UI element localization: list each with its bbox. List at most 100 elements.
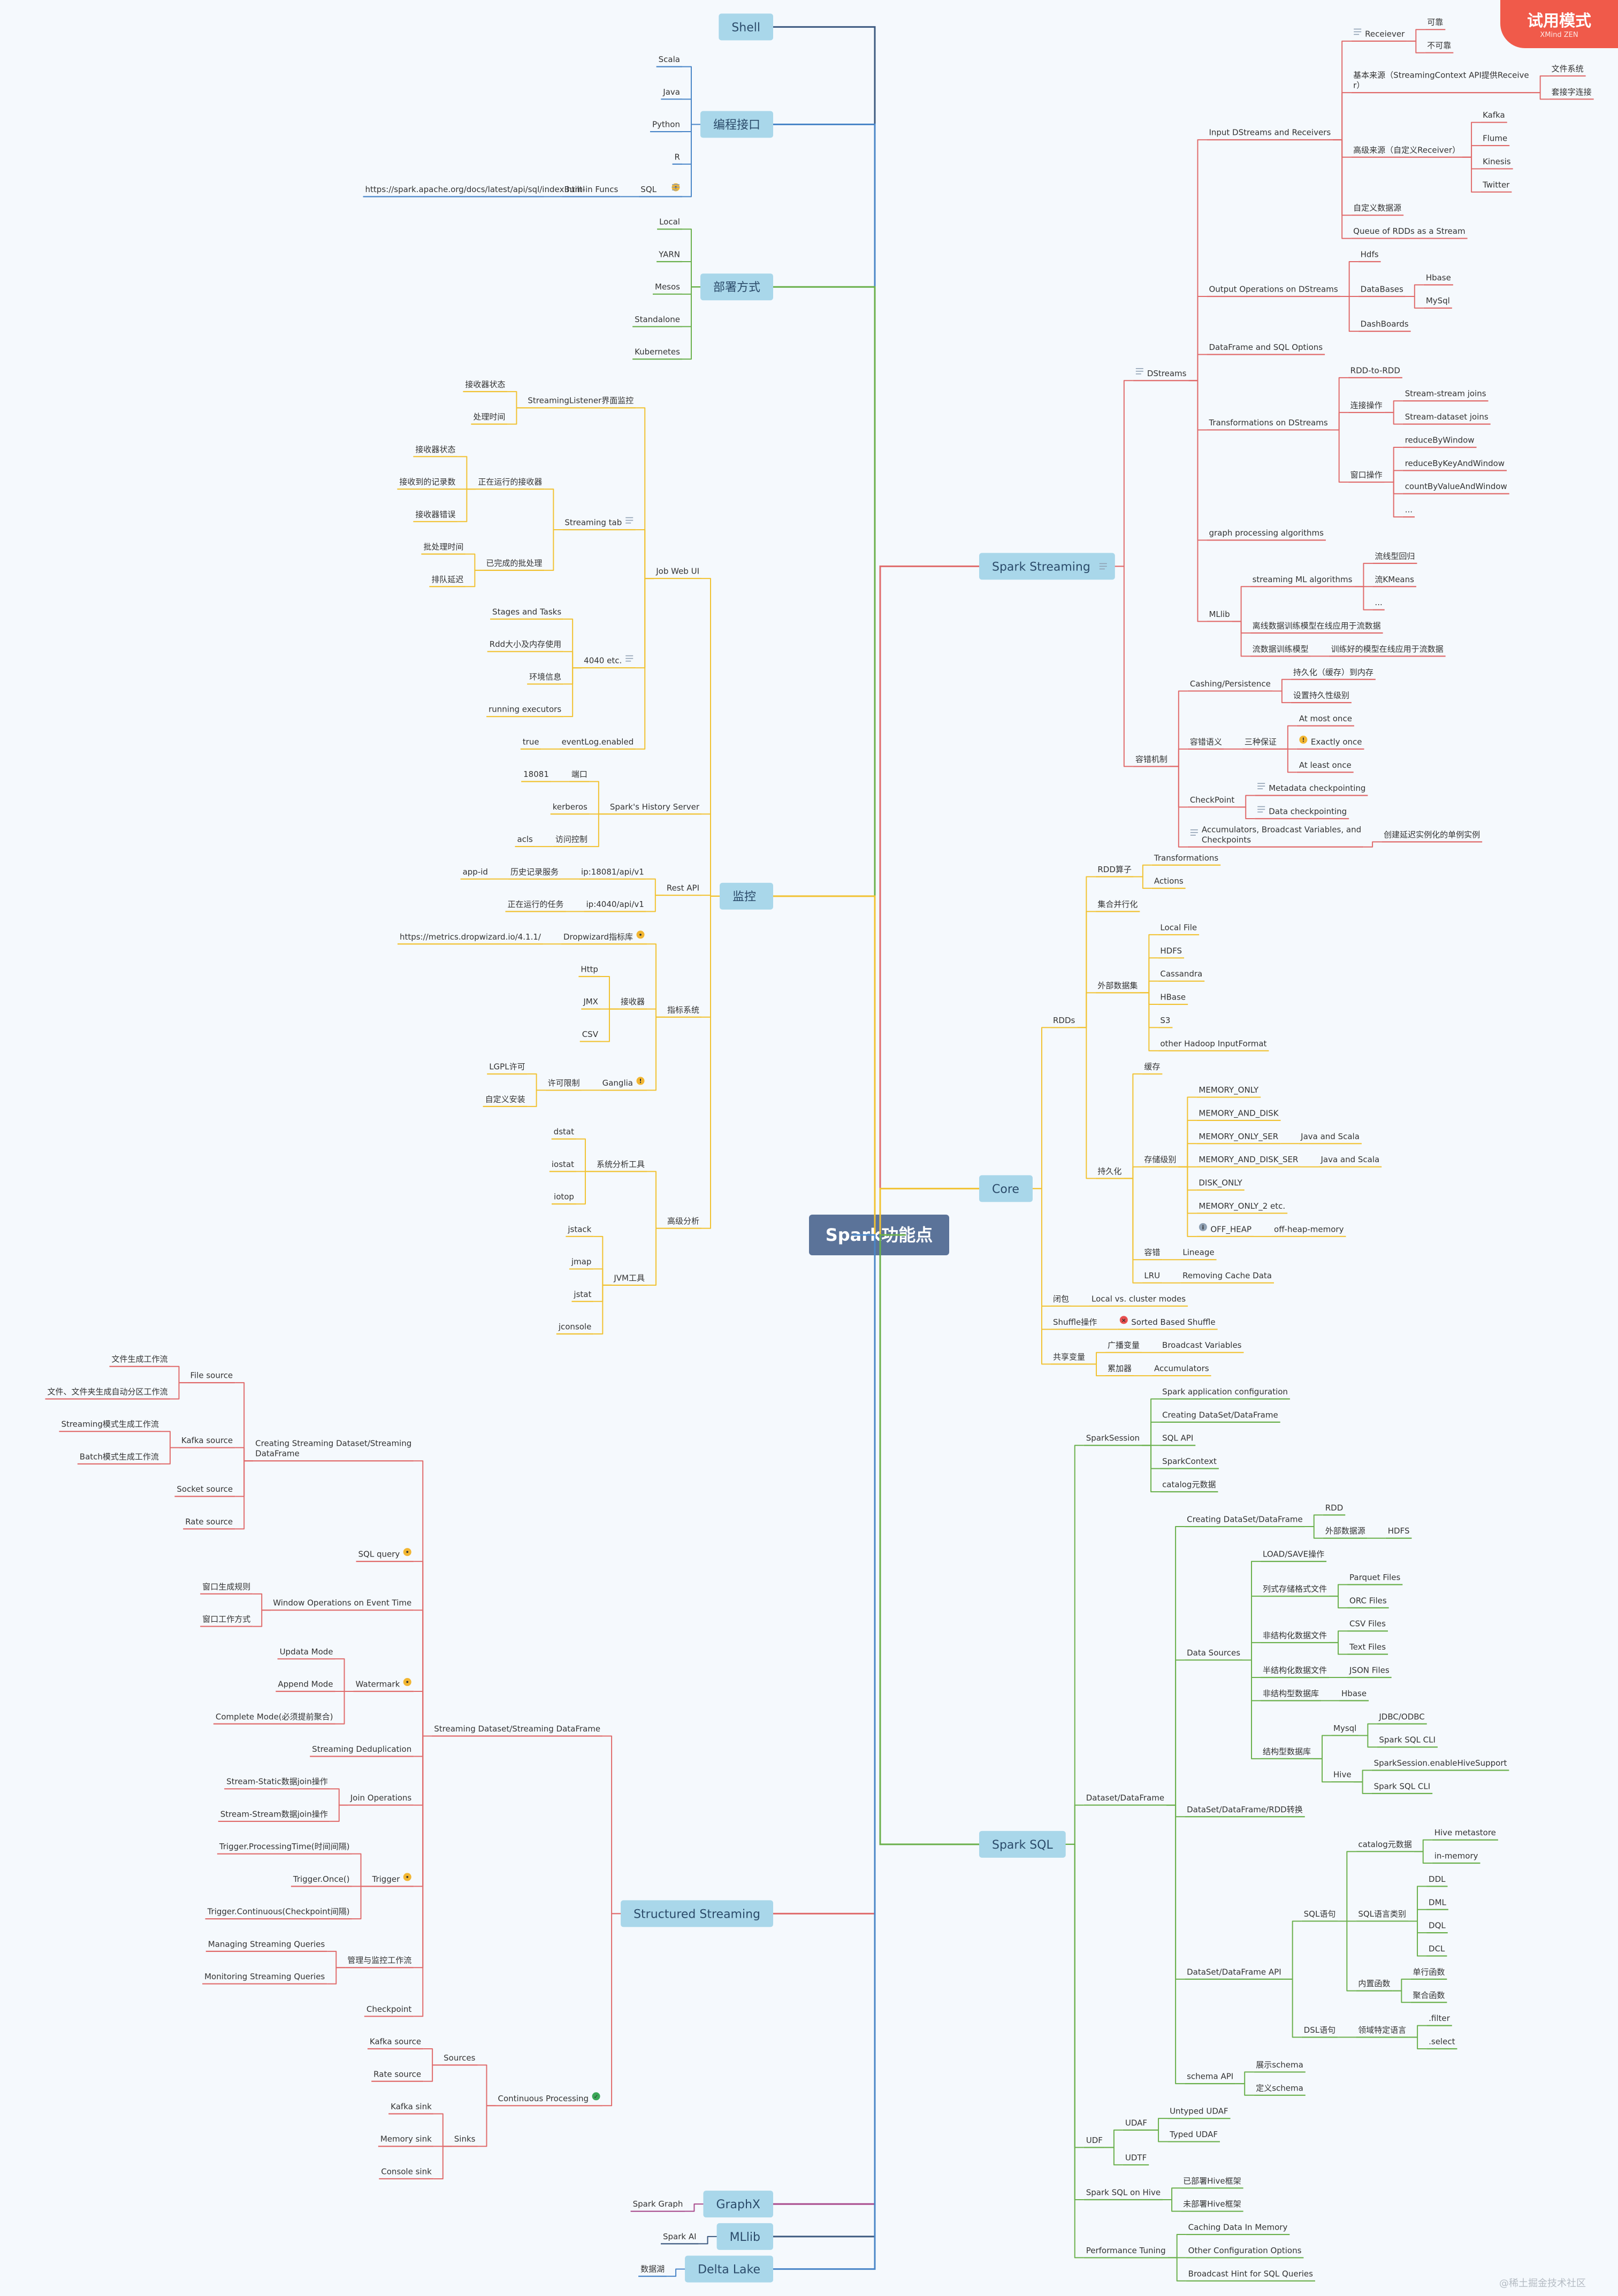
topic-cjk[interactable]: 接收器 bbox=[618, 997, 647, 1010]
topic-queue-of-rdds-as-a-stream[interactable]: Queue of RDDs as a Stream bbox=[1351, 226, 1468, 239]
topic-cjk[interactable]: 窗口操作 bbox=[1348, 470, 1385, 483]
topic-scala[interactable]: Scala bbox=[656, 55, 682, 67]
topic-cjk[interactable]: 存储级别 bbox=[1142, 1155, 1179, 1168]
topic-filter[interactable]: .filter bbox=[1426, 2013, 1452, 2026]
topic-iostat[interactable]: iostat bbox=[549, 1160, 576, 1172]
topic-acls[interactable]: acls bbox=[515, 835, 535, 848]
topic-hive-metastore[interactable]: Hive metastore bbox=[1432, 1828, 1498, 1841]
topic-rdd[interactable]: RDD bbox=[1323, 1503, 1346, 1516]
topic-kmeans[interactable]: 流KMeans bbox=[1372, 575, 1416, 588]
topic-hive[interactable]: 未部署Hive框架 bbox=[1181, 2199, 1243, 2212]
branch-graphx[interactable]: GraphX bbox=[703, 2191, 773, 2218]
topic-broadcast-variables[interactable]: Broadcast Variables bbox=[1160, 1340, 1244, 1353]
topic-at-most-once[interactable]: At most once bbox=[1296, 714, 1354, 727]
topic-rdd[interactable]: RDD算子 bbox=[1095, 865, 1134, 878]
topic-sql[interactable]: SQL• bbox=[638, 183, 682, 197]
topic-cjk[interactable]: 正在运行的接收器 bbox=[476, 477, 545, 490]
topic-cjk[interactable]: 列式存储格式文件 bbox=[1261, 1584, 1330, 1597]
topic-memory-and-disk-ser[interactable]: MEMORY_AND_DISK_SER bbox=[1196, 1155, 1301, 1168]
topic-at-least-once[interactable]: At least once bbox=[1296, 760, 1354, 773]
topic-json-files[interactable]: JSON Files bbox=[1347, 1665, 1392, 1679]
topic-r[interactable]: R bbox=[672, 152, 682, 165]
topic-text-files[interactable]: Text Files bbox=[1347, 1642, 1388, 1655]
topic-cjk[interactable]: 广播变量 bbox=[1105, 1340, 1142, 1353]
topic-hdfs[interactable]: HDFS bbox=[1385, 1526, 1412, 1539]
topic-cjk[interactable]: 数据湖 bbox=[638, 2264, 667, 2277]
topic-cjk[interactable]: 容错语义 bbox=[1187, 737, 1224, 750]
topic-python[interactable]: Python bbox=[650, 120, 682, 133]
topic-cjk[interactable]: 套接字连接 bbox=[1549, 87, 1594, 100]
topic-mysql[interactable]: MySql bbox=[1423, 296, 1452, 309]
topic-cjk[interactable]: 接收器状态 bbox=[413, 445, 458, 457]
topic-streaminglistener[interactable]: StreamingListener界面监控 bbox=[525, 396, 636, 409]
branch-spark-sql[interactable]: Spark SQL bbox=[979, 1830, 1066, 1858]
topic-rdd-to-rdd[interactable]: RDD-to-RDD bbox=[1348, 365, 1402, 378]
topic-creating-dataset-dataframe[interactable]: Creating DataSet/DataFrame bbox=[1185, 1515, 1305, 1528]
topic-cjk[interactable]: ... bbox=[1372, 598, 1385, 611]
topic-cjk[interactable]: 已完成的批处理 bbox=[484, 558, 545, 571]
topic-cjk[interactable]: 端口 bbox=[569, 769, 590, 782]
topic-spark-s-history-server[interactable]: Spark's History Server bbox=[607, 802, 701, 815]
topic-watermark[interactable]: Watermark• bbox=[353, 1678, 414, 1692]
topic-transformations-on-dstreams[interactable]: Transformations on DStreams bbox=[1207, 418, 1330, 431]
topic-spark-application-configuration[interactable]: Spark application configuration bbox=[1160, 1387, 1290, 1400]
topic-jstack[interactable]: jstack bbox=[566, 1224, 594, 1237]
topic-hive[interactable]: 已部署Hive框架 bbox=[1181, 2176, 1243, 2189]
topic-running-executors[interactable]: running executors bbox=[486, 705, 564, 718]
topic-stages-and-tasks[interactable]: Stages and Tasks bbox=[490, 607, 564, 620]
topic-sql[interactable]: SQL语言类别 bbox=[1356, 1909, 1409, 1922]
topic-hbase[interactable]: Hbase bbox=[1423, 273, 1453, 286]
topic-cjk[interactable]: 接收器错误 bbox=[413, 509, 458, 522]
topic-rdds[interactable]: RDDs bbox=[1051, 1016, 1078, 1028]
topic-cjk[interactable]: 批处理时间 bbox=[421, 542, 466, 555]
topic-app-id[interactable]: app-id bbox=[460, 867, 490, 880]
topic-metadata-checkpointing[interactable]: Metadata checkpointing bbox=[1255, 783, 1368, 796]
topic-csv[interactable]: CSV bbox=[579, 1029, 600, 1042]
topic-cjk[interactable]: 接收器状态 bbox=[463, 379, 508, 392]
topic-schema[interactable]: 展示schema bbox=[1254, 2060, 1306, 2073]
topic-cjk[interactable]: 训练好的模型在线应用于流数据 bbox=[1329, 644, 1446, 657]
topic-cjk[interactable]: 文件、文件夹生成自动分区工作流 bbox=[45, 1387, 170, 1400]
topic-file-source[interactable]: File source bbox=[188, 1371, 235, 1384]
topic-cjk[interactable]: 外部数据源 bbox=[1323, 1526, 1368, 1539]
topic-mysql[interactable]: Mysql bbox=[1331, 1723, 1359, 1736]
topic-csv-files[interactable]: CSV Files bbox=[1347, 1619, 1388, 1632]
topic-catalog[interactable]: catalog元数据 bbox=[1160, 1479, 1218, 1493]
topic-java-and-scala[interactable]: Java and Scala bbox=[1299, 1132, 1362, 1145]
topic-sparkcontext[interactable]: SparkContext bbox=[1160, 1456, 1219, 1469]
branch-structured-streaming[interactable]: Structured Streaming bbox=[621, 1900, 773, 1927]
topic-cjk[interactable]: 管理与监控工作流 bbox=[345, 1956, 414, 1969]
topic-cjk[interactable]: 不可靠 bbox=[1425, 41, 1454, 54]
topic-cjk[interactable]: 领域特定语言 bbox=[1356, 2025, 1409, 2038]
topic-lgpl[interactable]: LGPL许可 bbox=[487, 1062, 528, 1075]
topic-cjk[interactable]: 历史记录服务 bbox=[508, 867, 561, 880]
topic-http[interactable]: Http bbox=[578, 964, 600, 978]
topic-other-configuration-options[interactable]: Other Configuration Options bbox=[1186, 2246, 1304, 2259]
topic-trigger-continuous-checkpoint[interactable]: Trigger.Continuous(Checkpoint间隔) bbox=[205, 1907, 352, 1920]
topic-cjk[interactable]: 非结构型数据库 bbox=[1261, 1689, 1322, 1702]
topic-dashboards[interactable]: DashBoards bbox=[1358, 319, 1411, 332]
topic-sparksession-enablehivesupport[interactable]: SparkSession.enableHiveSupport bbox=[1371, 1758, 1509, 1771]
topic-dcl[interactable]: DCL bbox=[1426, 1944, 1447, 1957]
topic-rate-source[interactable]: Rate source bbox=[183, 1517, 235, 1530]
topic-cjk[interactable]: 容错 bbox=[1142, 1248, 1163, 1261]
branch-core[interactable]: Core bbox=[979, 1175, 1033, 1202]
topic-removing-cache-data[interactable]: Removing Cache Data bbox=[1180, 1271, 1274, 1284]
topic-stream-stream-joins[interactable]: Stream-stream joins bbox=[1402, 389, 1489, 402]
topic-local[interactable]: Local bbox=[657, 217, 682, 230]
topic-true[interactable]: true bbox=[520, 737, 541, 750]
topic-java[interactable]: Java bbox=[661, 87, 682, 100]
topic-job-web-ui[interactable]: Job Web UI bbox=[654, 567, 701, 579]
topic-dstreams[interactable]: DStreams bbox=[1133, 368, 1189, 382]
topic-kubernetes[interactable]: Kubernetes bbox=[632, 347, 682, 360]
topic-cjk[interactable]: 持久化 bbox=[1095, 1166, 1124, 1179]
topic-parquet-files[interactable]: Parquet Files bbox=[1347, 1573, 1403, 1585]
topic-dstat[interactable]: dstat bbox=[551, 1127, 576, 1140]
topic-cjk[interactable]: 文件生成工作流 bbox=[109, 1354, 170, 1367]
topic-kafka[interactable]: Kafka bbox=[1480, 110, 1507, 123]
topic-accumulators[interactable]: Accumulators bbox=[1152, 1364, 1211, 1377]
topic-window-operations-on-event-time[interactable]: Window Operations on Event Time bbox=[271, 1598, 414, 1611]
topic-rest-api[interactable]: Rest API bbox=[664, 883, 701, 896]
topic-batch[interactable]: Batch模式生成工作流 bbox=[77, 1452, 161, 1465]
